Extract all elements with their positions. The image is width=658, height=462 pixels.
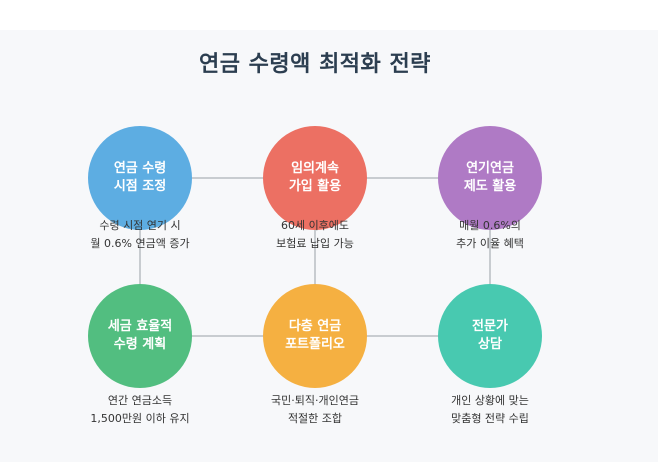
node-pension-timing: 연금 수령 시점 조정 (88, 126, 192, 230)
node-expert-consult: 전문가 상담 (438, 284, 542, 388)
node-deferred-pension: 연기연금 제도 활용 (438, 126, 542, 230)
desc-tax-efficient: 연간 연금소득 1,500만원 이하 유지 (90, 394, 190, 425)
diagram-title: 연금 수령액 최적화 전략 (199, 52, 431, 77)
desc-pension-timing: 수령 시점 연기 시 월 0.6% 연금액 증가 (90, 219, 190, 250)
desc-expert-consult: 개인 상황에 맞는 맞춤형 전략 수립 (451, 394, 529, 425)
node-voluntary-continuation: 임의계속 가입 활용 (263, 126, 367, 230)
desc-multi-layer-portfolio: 국민·퇴직·개인연금 적절한 조합 (271, 394, 359, 425)
desc-voluntary-continuation: 60세 이후에도 보험료 납입 가능 (276, 219, 354, 250)
node-multi-layer-portfolio: 다층 연금 포트폴리오 (263, 284, 367, 388)
desc-deferred-pension: 매월 0.6%의 추가 이율 혜택 (456, 219, 524, 250)
diagram-background (0, 30, 658, 462)
node-tax-efficient: 세금 효율적 수령 계획 (88, 284, 192, 388)
